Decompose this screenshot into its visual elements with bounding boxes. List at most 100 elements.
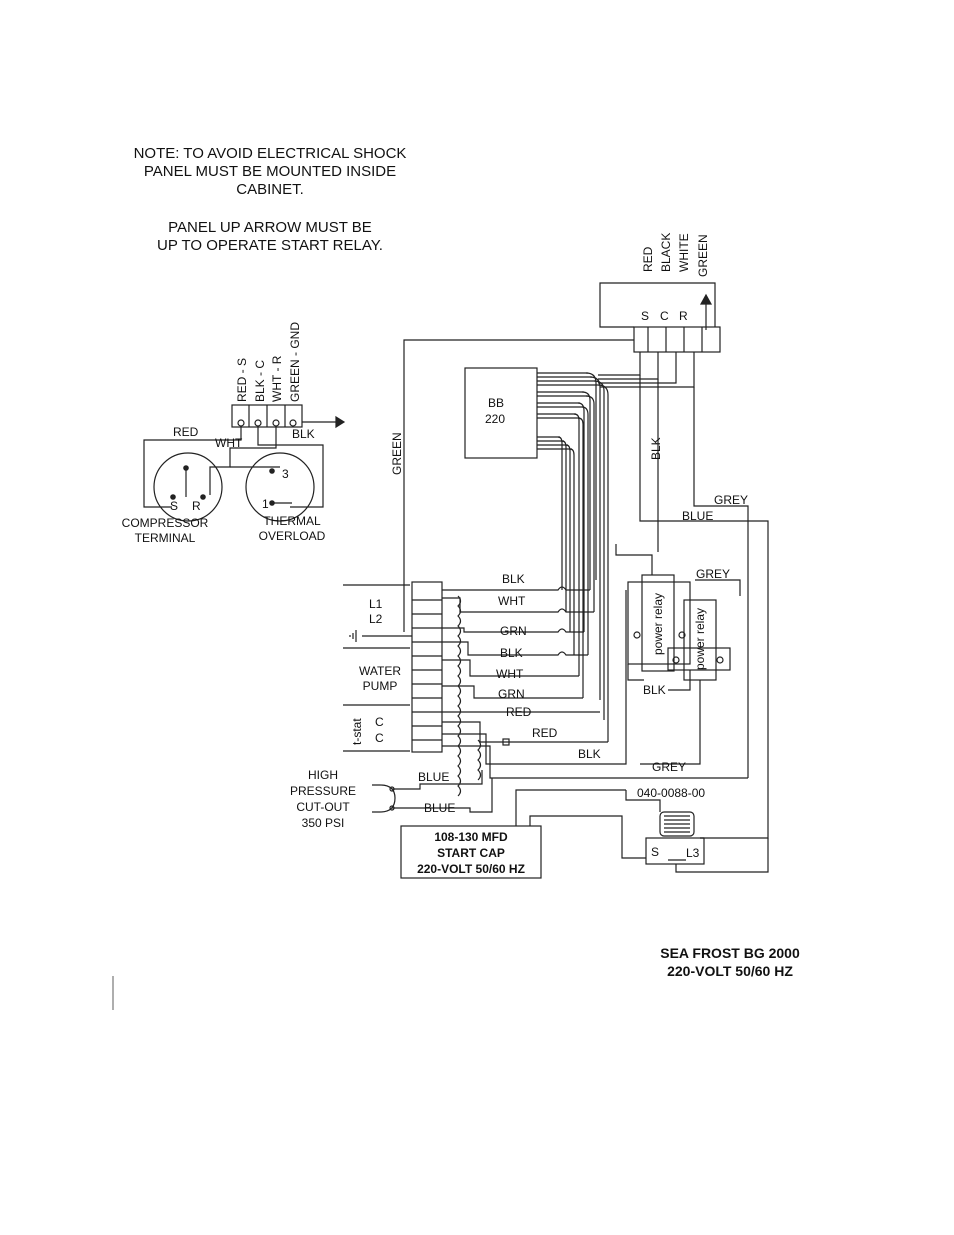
start-cap-line-2: START CAP: [437, 846, 505, 860]
wire-label-blk-vertical: BLK: [649, 437, 663, 460]
diagram-title-line-2: 220-VOLT 50/60 HZ: [667, 963, 793, 979]
overload-label-line-1: THERMAL: [263, 514, 321, 528]
top-wire-white: WHITE: [677, 233, 691, 272]
wire-label-blk-2: BLK: [500, 646, 523, 660]
terminal-label-l2: L2: [369, 612, 383, 626]
module-label-line-2: 220: [485, 412, 505, 426]
wire-label-blk-1: BLK: [502, 572, 525, 586]
power-relay-2-label: power relay: [693, 608, 707, 670]
wire-label-blk: BLK: [292, 427, 315, 441]
start-cap-box: [400, 825, 542, 879]
strip-screw-1: [237, 419, 245, 427]
wire-label-red-1: RED: [506, 705, 532, 719]
terminal-label-water: WATER: [359, 664, 401, 678]
green-ground-wire: [403, 339, 634, 632]
top-connector: RED BLACK WHITE GREEN S C R: [599, 233, 721, 353]
start-cap-line-1: 108-130 MFD: [434, 830, 508, 844]
terminal-label-l1: L1: [369, 597, 383, 611]
strip-screw-3: [272, 419, 280, 427]
compressor-label-line-2: TERMINAL: [135, 531, 196, 545]
terminal-label-pump: PUMP: [363, 679, 398, 693]
power-relay-1: [627, 581, 691, 665]
power-relays: BLK GREY BLUE power relay power relay GR…: [615, 375, 769, 839]
terminal-label-c2: C: [375, 731, 384, 745]
shock-note: NOTE: TO AVOID ELECTRICAL SHOCK PANEL MU…: [100, 145, 440, 199]
overload-pin-3: 3: [282, 467, 289, 481]
start-relay: 040-0088-00 S L3: [625, 786, 769, 873]
wire-label-red: RED: [173, 425, 199, 439]
diagram-title-line-1: SEA FROST BG 2000: [660, 945, 800, 961]
up-arrow-icon: [699, 293, 713, 305]
power-relay-1-coil: [641, 574, 675, 672]
top-wire-red: RED: [641, 246, 655, 272]
top-wire-green: GREEN: [696, 234, 710, 277]
top-connector-block: [633, 326, 721, 353]
arrow-note: PANEL UP ARROW MUST BE UP TO OPERATE STA…: [110, 219, 430, 255]
main-terminal-strip: L1 L2 WATER PUMP t-stat C C: [343, 581, 443, 753]
bb220-box: [464, 367, 538, 459]
top-pin-s: S: [641, 309, 649, 323]
compressor-pin-s: S: [170, 499, 178, 513]
strip-label-green-gnd: GREEN - GND: [288, 322, 302, 402]
wire-label-green: GREEN: [390, 432, 404, 475]
strip-label-blk-c: BLK - C: [253, 360, 267, 402]
wire-label-grey-mid: GREY: [696, 567, 730, 581]
pressure-label-line-2: PRESSURE: [290, 784, 356, 798]
module-label-line-1: BB: [488, 396, 504, 410]
wire-label-grey-top: GREY: [714, 493, 748, 507]
terminal-label-tstat: t-stat: [350, 718, 364, 745]
wire-label-blue-2: BLUE: [424, 801, 455, 815]
wire-label-blue-top: BLUE: [682, 509, 713, 523]
splice-marker: [502, 738, 510, 746]
ground-arrow-icon: [335, 415, 346, 429]
diagram-title: SEA FROST BG 2000 220-VOLT 50/60 HZ: [620, 944, 840, 980]
wire-label-blk-3: BLK: [578, 747, 601, 761]
compressor-terminal: [153, 452, 223, 522]
wire-label-wht-1: WHT: [498, 594, 526, 608]
start-relay-pin-l3: L3: [686, 846, 700, 860]
overload-pin-1: 1: [262, 497, 269, 511]
start-relay-pin-s: S: [651, 845, 659, 859]
top-wire-black: BLACK: [659, 233, 673, 272]
pressure-switch-body: [372, 784, 396, 813]
shock-note-line-1: NOTE: TO AVOID ELECTRICAL SHOCK: [133, 145, 407, 162]
start-capacitor: 108-130 MFD START CAP 220-VOLT 50/60 HZ: [400, 789, 646, 879]
arrow-note-line-2: UP TO OPERATE START RELAY.: [157, 237, 383, 254]
wire-label-blue-1: BLUE: [418, 770, 449, 784]
wire-label-grey-bottom: GREY: [652, 760, 686, 774]
pressure-label-line-1: HIGH: [308, 768, 338, 782]
wire-label-grn-2: GRN: [498, 687, 525, 701]
wire-label-wht: WHT: [215, 436, 243, 450]
shock-note-line-3: CABINET.: [236, 181, 304, 198]
high-pressure-switch: BLUE BLUE HIGH PRESSURE CUT-OUT 350 PSI: [290, 768, 493, 830]
strip-screw-4: [289, 419, 297, 427]
shock-note-line-2: PANEL MUST BE MOUNTED INSIDE: [143, 163, 397, 180]
compressor-label-line-1: COMPRESSOR: [122, 516, 209, 530]
strip-screw-2: [254, 419, 262, 427]
strip-label-red-s: RED - S: [235, 358, 249, 402]
wire-label-grn-1: GRN: [500, 624, 527, 638]
start-relay-coil: [659, 811, 695, 837]
top-pin-c: C: [660, 309, 669, 323]
pressure-label-line-3: CUT-OUT: [296, 800, 350, 814]
thermal-overload: [245, 452, 315, 522]
bb220-module: BB 220: [464, 352, 695, 742]
wire-label-blk-relay: BLK: [643, 683, 666, 697]
wire-label-red-2: RED: [532, 726, 558, 740]
overload-label-line-2: OVERLOAD: [259, 529, 326, 543]
terminal-label-c1: C: [375, 715, 384, 729]
wire-label-wht-2: WHT: [496, 667, 524, 681]
strip-wires: BLK WHT GRN BLK WHT GRN RED RED BLK: [442, 572, 748, 797]
arrow-note-line-1: PANEL UP ARROW MUST BE: [168, 219, 372, 236]
compressor-pin-r: R: [192, 499, 201, 513]
pressure-label-line-4: 350 PSI: [302, 816, 345, 830]
start-relay-part-number: 040-0088-00: [637, 786, 705, 800]
compressor-block: RED - S BLK - C WHT - R GREEN - GND RED …: [122, 322, 346, 545]
start-cap-line-3: 220-VOLT 50/60 HZ: [417, 862, 525, 876]
terminal-strip-body: [411, 581, 443, 753]
power-relay-1-label: power relay: [651, 593, 665, 655]
strip-label-wht-r: WHT - R: [270, 355, 284, 402]
power-relay-2-base: [667, 647, 731, 671]
start-relay-base: [645, 837, 705, 865]
